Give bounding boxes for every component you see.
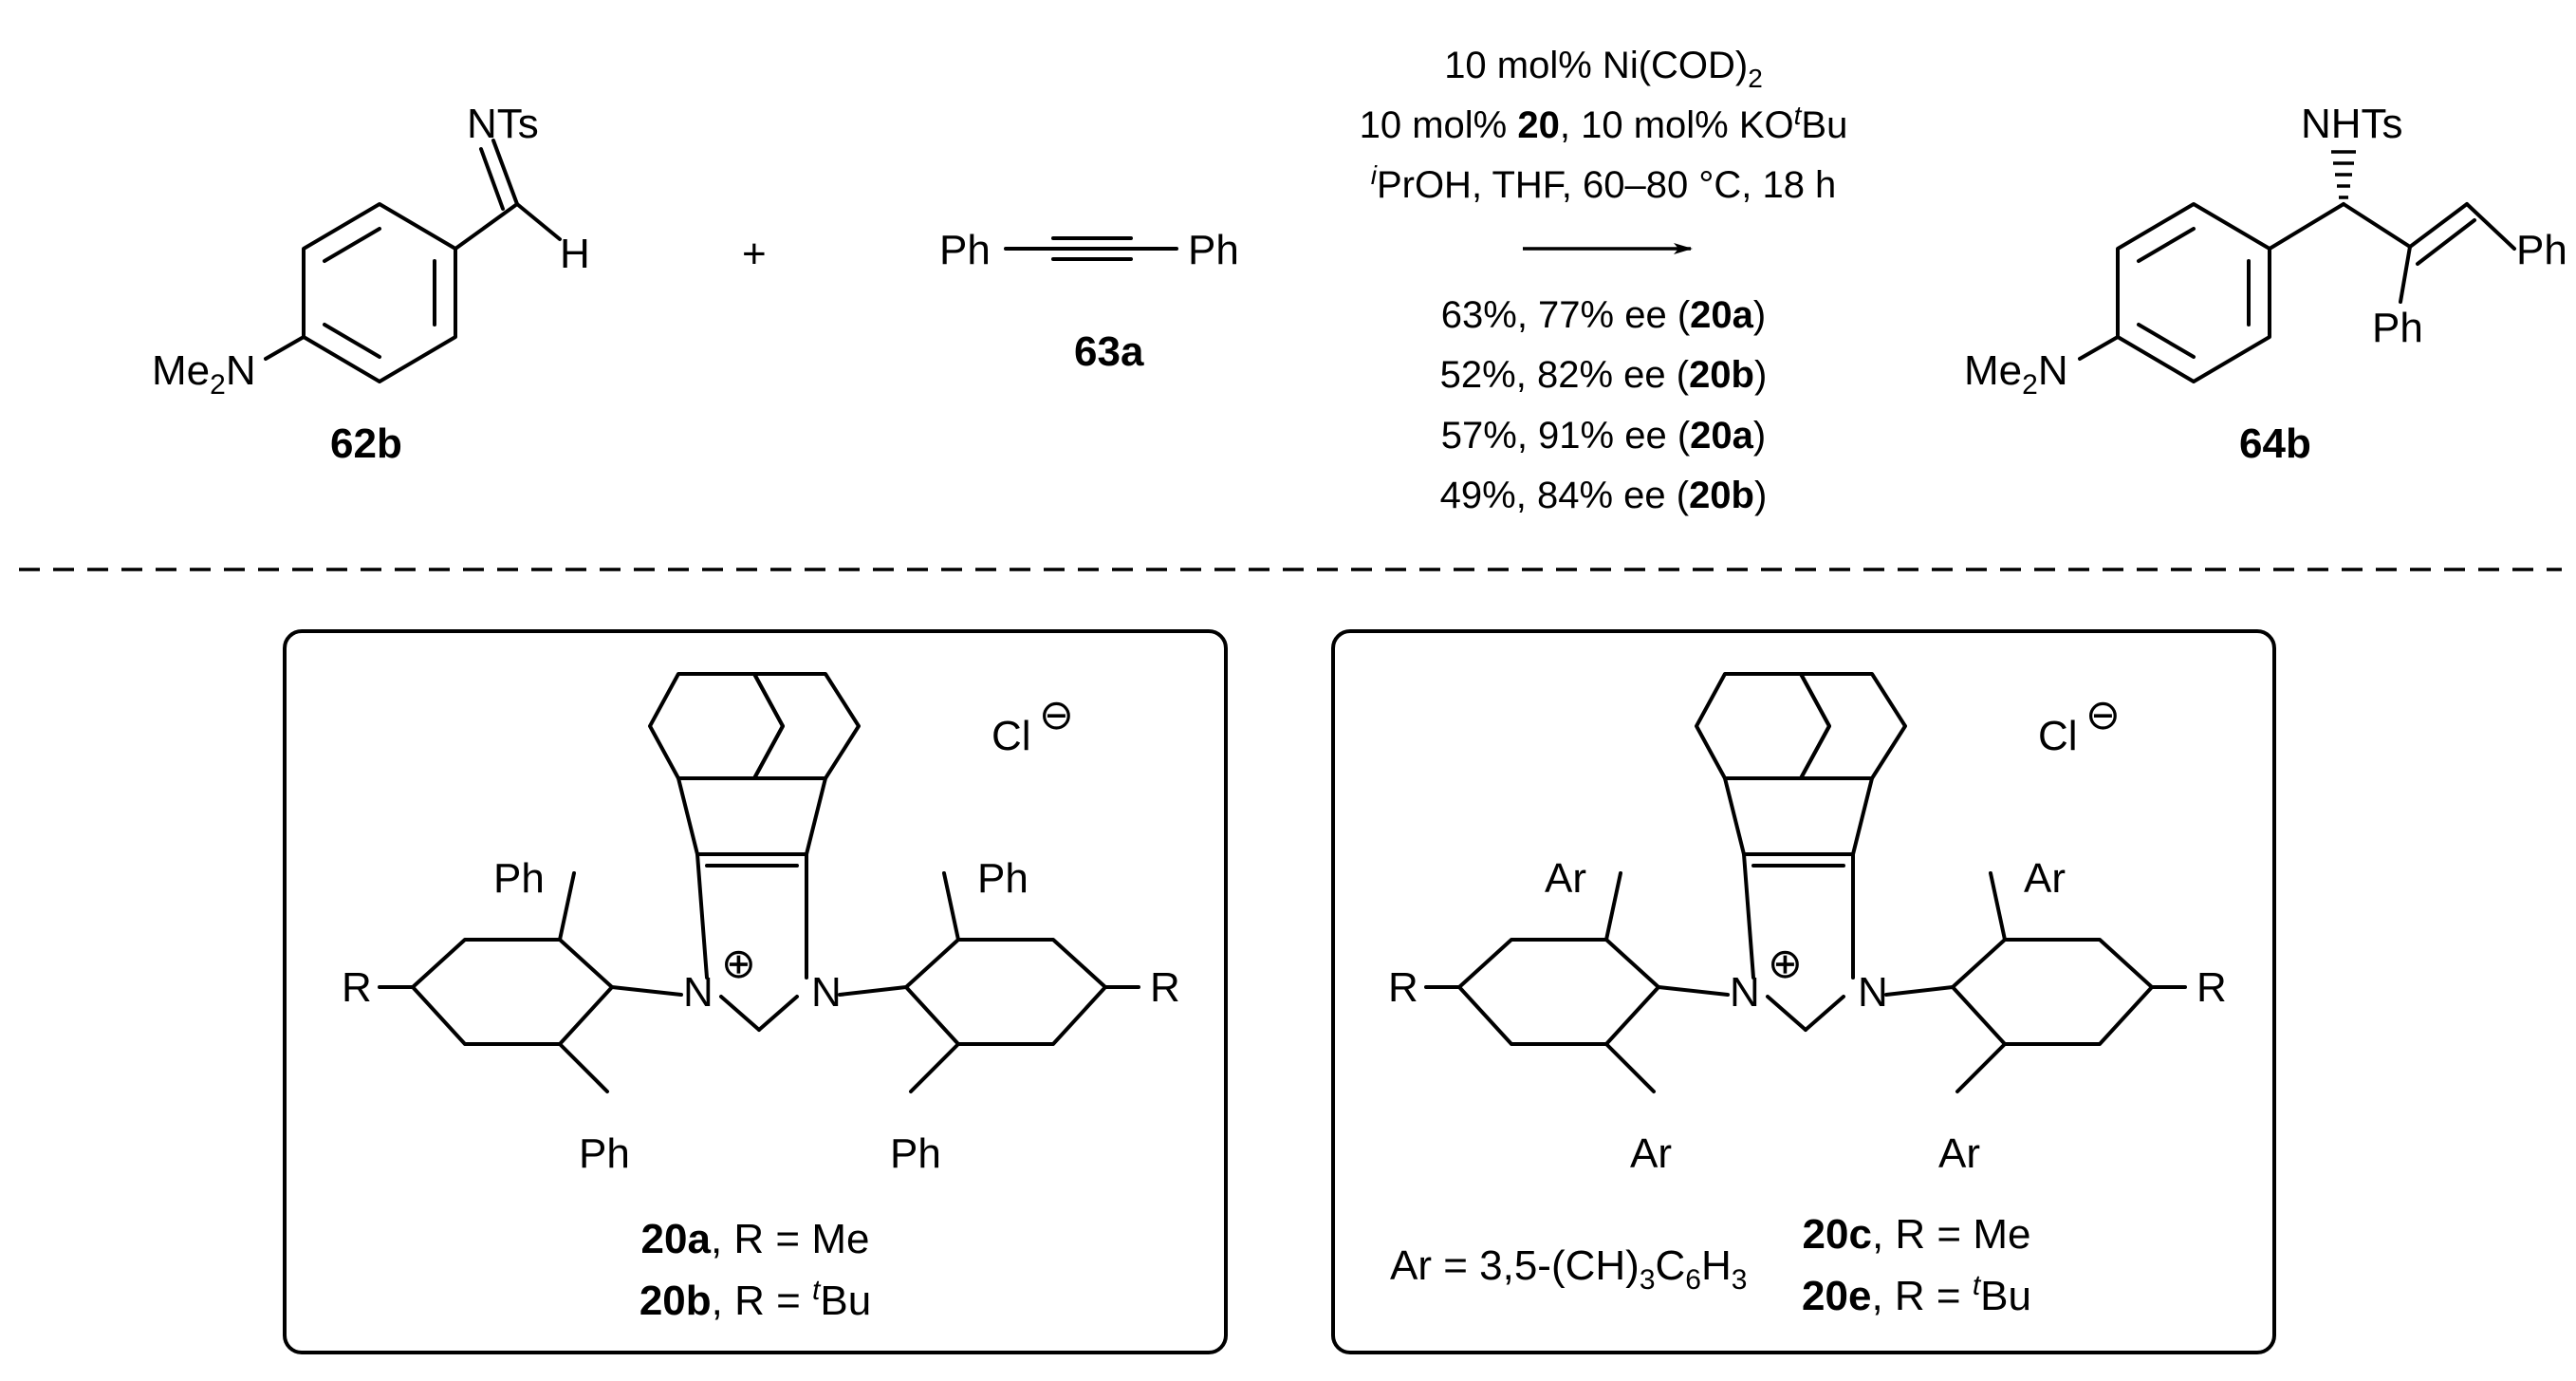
condition-line-1: 10 mol% Ni(COD)2 xyxy=(1444,45,1763,93)
r-right-label-c: R xyxy=(2196,964,2227,1011)
result-line-2: 52%, 82% ee (20b) xyxy=(1440,354,1768,396)
entry-20c: 20c, R = Me xyxy=(1803,1211,2031,1258)
nhts-label: NHTs xyxy=(2301,101,2403,147)
n-right: N xyxy=(811,969,842,1016)
ar-label-c4: Ar xyxy=(1938,1130,1980,1177)
result-line-4: 49%, 84% ee (20b) xyxy=(1440,475,1768,516)
product-64b: NHTs Ph Ph Me2N 64b xyxy=(1964,101,2567,467)
compound-id-63a: 63a xyxy=(1074,328,1144,375)
result-line-3: 57%, 91% ee (20a) xyxy=(1441,415,1766,457)
ar-definition: Ar = 3,5-(CH)3C6H3 xyxy=(1390,1242,1747,1296)
ph-label-a3: Ph xyxy=(977,855,1029,902)
compound-id-62b: 62b xyxy=(330,420,402,467)
r-left-label-a: R xyxy=(342,964,372,1011)
result-line-1: 63%, 77% ee (20a) xyxy=(1441,294,1766,336)
n-plus-left: N xyxy=(683,969,713,1016)
ph-label-a2: Ph xyxy=(579,1130,630,1177)
entry-20b: 20b, R = tBu xyxy=(639,1275,871,1324)
n-plus-left-c: N xyxy=(1730,969,1760,1016)
product-ph-right: Ph xyxy=(2516,227,2567,273)
chloride-label-c: Cl xyxy=(2038,713,2078,759)
ph-label-a1: Ph xyxy=(493,855,545,902)
me2n-label-62b: Me2N xyxy=(152,347,256,401)
ph-left-label: Ph xyxy=(939,227,991,273)
r-left-label-c: R xyxy=(1388,964,1418,1011)
n-right-c: N xyxy=(1858,969,1888,1016)
entry-20a: 20a, R = Me xyxy=(641,1216,870,1262)
ar-label-c2: Ar xyxy=(1630,1130,1672,1177)
chloride-label-a: Cl xyxy=(991,713,1031,759)
ar-label-c1: Ar xyxy=(1545,855,1586,902)
condition-line-2: 10 mol% 20, 10 mol% KOtBu xyxy=(1360,101,1848,146)
r-right-label-a: R xyxy=(1150,964,1180,1011)
product-ph-bottom: Ph xyxy=(2372,305,2423,351)
condition-line-3: iPrOH, THF, 60–80 °C, 18 h xyxy=(1371,160,1837,206)
ph-label-a4: Ph xyxy=(890,1130,941,1177)
chloride-charge-c: ⊖ xyxy=(2085,692,2121,738)
chloride-charge-a: ⊖ xyxy=(1039,692,1074,738)
ph-right-label: Ph xyxy=(1188,227,1239,273)
reaction-conditions: 10 mol% Ni(COD)2 10 mol% 20, 10 mol% KOt… xyxy=(1360,45,1848,516)
ligand-box-20a-20b: N ⊕ N R Ph Ph R Ph Ph Cl ⊖ 20a, R = Me 2… xyxy=(283,629,1228,1354)
nts-label: NTs xyxy=(467,101,539,147)
cation-plus-left: ⊕ xyxy=(721,941,756,987)
reactant-63a: Ph Ph 63a xyxy=(939,227,1239,375)
h-label: H xyxy=(560,231,590,277)
cation-plus-c: ⊕ xyxy=(1768,941,1803,987)
reactant-62b: NTs H Me2N 62b xyxy=(152,101,590,467)
ar-label-c3: Ar xyxy=(2024,855,2066,902)
plus-sign: + xyxy=(742,231,767,277)
compound-id-64b: 64b xyxy=(2239,420,2311,467)
me2n-label-64b: Me2N xyxy=(1964,347,2068,401)
entry-20e: 20e, R = tBu xyxy=(1802,1270,2031,1319)
ligand-box-20c-20e: N ⊕ N R Ar Ar R Ar Ar Cl ⊖ Ar = 3,5-(CH)… xyxy=(1331,629,2276,1354)
